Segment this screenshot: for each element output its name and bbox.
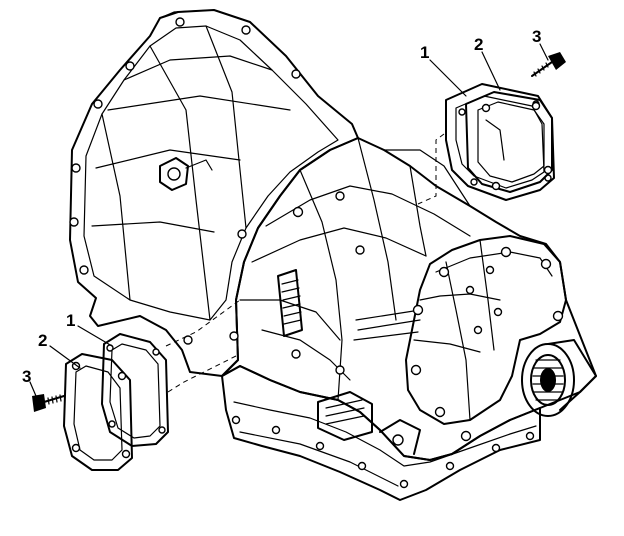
- left-gasket: [101, 333, 169, 447]
- right-bolt: [531, 52, 566, 77]
- extension-housing: [405, 235, 567, 425]
- callout-right-bolt: 3: [532, 27, 541, 46]
- right-gasket: [445, 83, 555, 201]
- callout-leaders: [29, 43, 549, 397]
- output-shaft: [521, 339, 597, 417]
- left-bolt: [32, 394, 65, 412]
- callout-left-gasket: 1: [66, 311, 75, 330]
- left-cover: [63, 353, 133, 471]
- left-cover-group: [32, 299, 241, 471]
- callout-right-cover: 2: [474, 35, 483, 54]
- oil-pan: [221, 365, 541, 501]
- right-cover: [465, 91, 553, 193]
- bell-housing: [69, 9, 359, 377]
- callout-right-gasket: 1: [420, 43, 429, 62]
- transmission-body: [69, 9, 597, 501]
- callout-left-bolt: 3: [22, 367, 31, 386]
- callout-labels: 1 2 3 1 2 3: [22, 27, 541, 386]
- right-cover-group: [417, 52, 566, 205]
- callout-left-cover: 2: [38, 331, 47, 350]
